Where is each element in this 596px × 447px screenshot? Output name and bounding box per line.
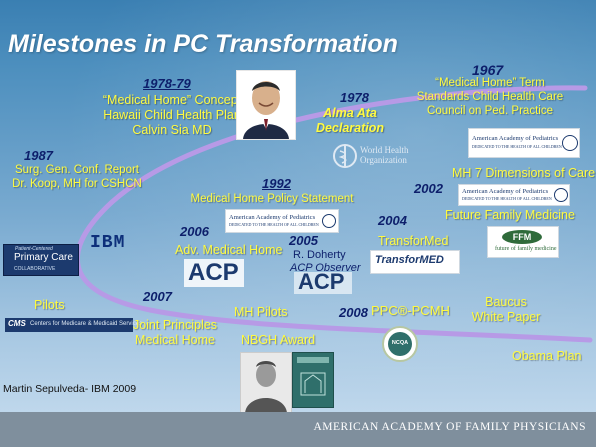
portrait-photo (240, 352, 292, 414)
cms-logo-long: Centers for Medicare & Medicaid Services (30, 321, 143, 327)
cms-logo-short: CMS (8, 319, 26, 328)
milestone-1992: Medical Home Policy Statement (190, 193, 354, 205)
baucus-line1: Baucus (485, 295, 527, 309)
ncqa-seal: NCQA (382, 326, 418, 362)
ffm-logo-mark: FFM (502, 230, 542, 244)
milestone-2002-line1: MH 7 Dimensions of Care (452, 166, 596, 180)
aap-logo-3: American Academy of Pediatrics DEDICATED… (458, 184, 570, 206)
milestone-2004: TransforMed (378, 234, 449, 248)
slide-credit: Martin Sepulveda- IBM 2009 (3, 383, 137, 395)
who-logo-text: World Health Organization (360, 145, 409, 165)
aap-seal-icon (562, 135, 578, 151)
year-2008: 2008 (339, 305, 368, 320)
milestone-2007-line2: Medical Home (135, 333, 215, 347)
acp-logo-2: ACP (294, 269, 352, 294)
milestone-1978-line1: Alma Ata (323, 106, 377, 120)
aap-logo-name: American Academy of Pediatrics (472, 135, 559, 142)
aap-logo-2: American Academy of Pediatrics DEDICATED… (225, 209, 339, 233)
milestone-1978-line2: Declaration (315, 121, 385, 135)
milestone-1967-line2: Standards Child Health Care (416, 91, 564, 103)
pcpcc-logo-bottom: COLLABORATIVE (14, 266, 56, 272)
baucus-line2: White Paper (471, 310, 541, 324)
who-logo: World Health Organization (332, 143, 424, 169)
milestone-2002-line2: Future Family Medicine (445, 208, 575, 222)
year-1987: 1987 (24, 148, 53, 163)
transformed-logo-text: TransforMED (375, 254, 444, 266)
aap-2-seal-icon (322, 214, 336, 228)
ncqa-seal-text: NCQA (391, 340, 409, 346)
milestone-1978-79: “Medical Home” Concept Hawaii Child Heal… (82, 93, 262, 138)
baucus-white-paper: Baucus White Paper (466, 295, 546, 325)
milestone-1987: Surg. Gen. Conf. Report Dr. Koop, MH for… (2, 163, 152, 191)
milestone-2008: PPC®-PCMH (371, 303, 450, 318)
pcpcc-logo-top: Patient-Centered (15, 246, 53, 252)
acp-logo: ACP (184, 259, 244, 287)
footer-bar (0, 412, 596, 447)
aap-logo-sub: DEDICATED TO THE HEALTH OF ALL CHILDREN (472, 144, 562, 149)
year-1967: 1967 (472, 62, 504, 78)
pcpcc-logo-main: Primary Care (14, 252, 73, 263)
milestone-1967-line1: “Medical Home” Term (435, 77, 545, 89)
aap-logo: American Academy of Pediatrics DEDICATED… (468, 128, 580, 158)
ffm-logo-text: future of family medicine (495, 246, 557, 252)
pcpcc-logo: Patient-Centered Primary Care COLLABORAT… (3, 244, 79, 276)
ibm-logo: IBM (90, 233, 126, 253)
milestone-2007-line1: Joint Principles (132, 318, 218, 332)
milestone-1967-line3: Council on Ped. Practice (427, 105, 553, 117)
milestone-1978-79-line3: Calvin Sia MD (132, 123, 212, 137)
aap-logo-3-name: American Academy of Pediatrics (462, 188, 549, 195)
transformed-logo: TransforMED (370, 250, 460, 274)
milestone-1987-line2: Dr. Koop, MH for CSHCN (12, 178, 142, 190)
milestone-2007: Joint Principles Medical Home (120, 318, 230, 348)
year-2005: 2005 (289, 233, 318, 248)
aap-3-seal-icon (554, 188, 568, 202)
report-cover (292, 352, 334, 408)
ffm-logo: FFM future of family medicine (487, 226, 559, 258)
milestone-1978-79-line2: Hawaii Child Health Plan (103, 108, 241, 122)
milestone-1987-line1: Surg. Gen. Conf. Report (14, 164, 139, 176)
footer-text: AMERICAN ACADEMY OF FAMILY PHYSICIANS (313, 421, 586, 433)
year-2002: 2002 (414, 181, 443, 196)
cms-logo: CMS Centers for Medicare & Medicaid Serv… (5, 318, 142, 332)
year-1978-79: 1978-79 (143, 76, 191, 91)
slide-title: Milestones in PC Transformation (8, 30, 398, 58)
year-2007: 2007 (143, 289, 172, 304)
aap-logo-3-sub: DEDICATED TO THE HEALTH OF ALL CHILDREN (462, 196, 552, 201)
milestone-1978-79-line1: “Medical Home” Concept (102, 93, 242, 107)
pilots-label: Pilots (34, 298, 65, 312)
year-2004: 2004 (378, 213, 407, 228)
milestone-2005-line1: R. Doherty (293, 249, 346, 261)
year-2006: 2006 (180, 224, 209, 239)
milestone-2005-line2: ACP Observer (290, 262, 361, 274)
aap-logo-2-name: American Academy of Pediatrics (229, 214, 316, 221)
obama-plan-label: Obama Plan (512, 349, 582, 363)
calvin-sia-photo (236, 70, 296, 140)
nbgh-award-label: NBGH Award (241, 333, 316, 347)
mh-pilots-label: MH Pilots (234, 305, 288, 319)
aap-logo-2-sub: DEDICATED TO THE HEALTH OF ALL CHILDREN (229, 222, 319, 227)
acp-logo-2-text: ACP (298, 269, 345, 294)
milestone-1978: Alma Ata Declaration (300, 106, 400, 136)
ncqa-seal-inner: NCQA (388, 332, 412, 356)
acp-logo-text: ACP (188, 259, 239, 286)
milestone-2006: Adv. Medical Home (175, 243, 283, 257)
year-1992: 1992 (262, 176, 291, 191)
year-1978: 1978 (340, 90, 369, 105)
milestone-1967: “Medical Home” Term Standards Child Heal… (400, 76, 580, 118)
